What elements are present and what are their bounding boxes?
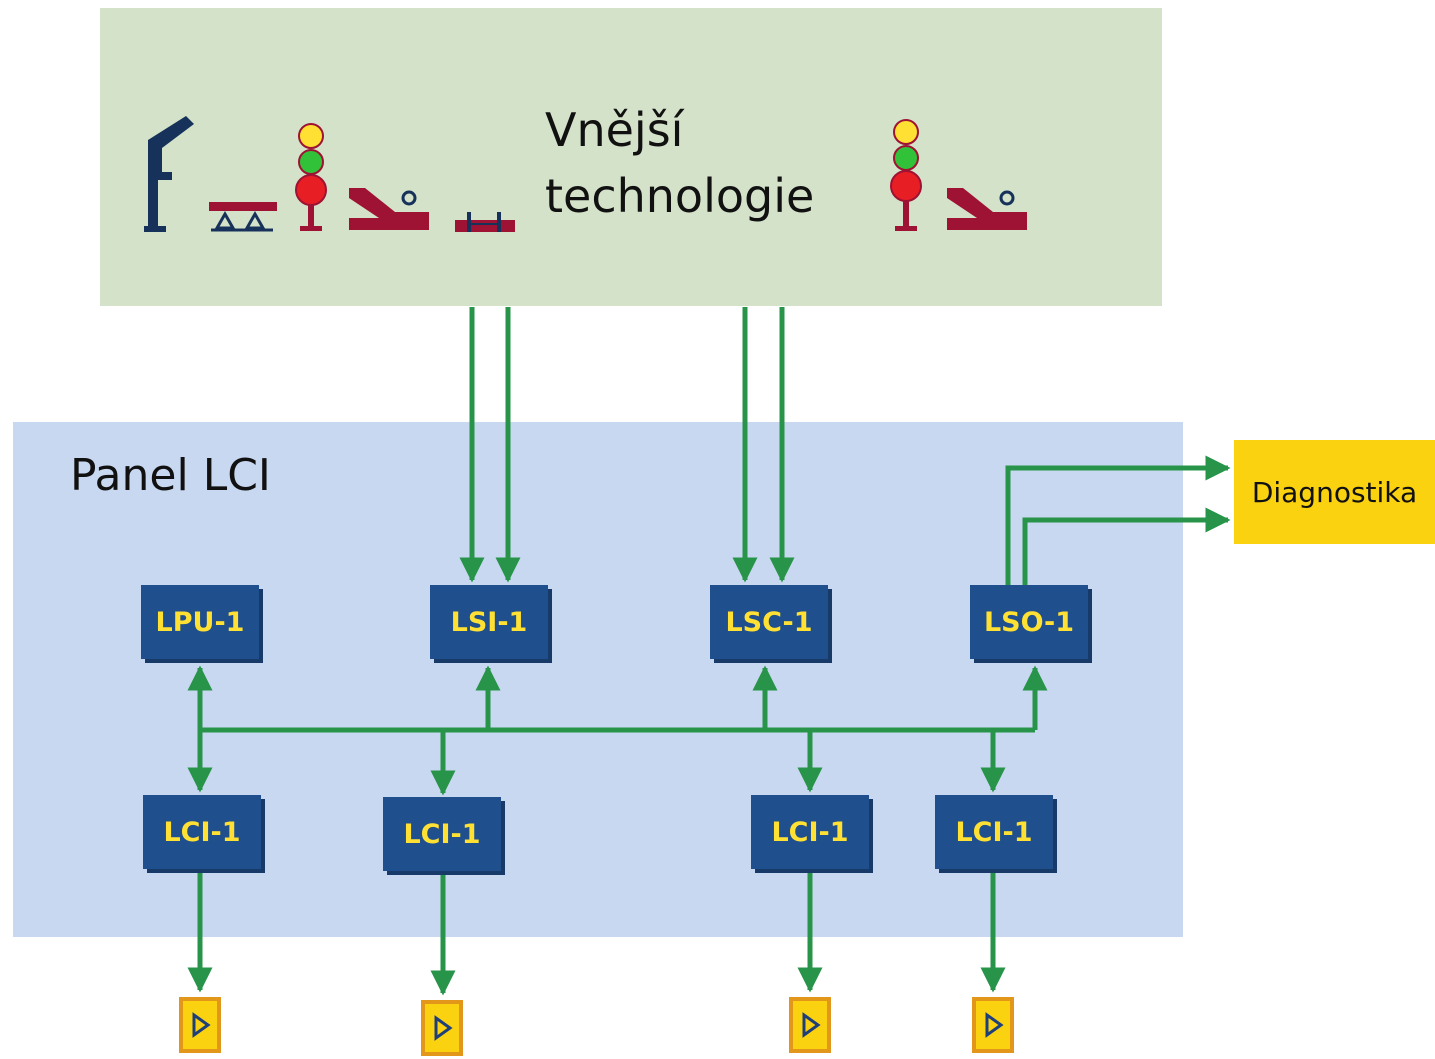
diagnostics-label: Diagnostika (1251, 475, 1418, 509)
module-lso[interactable]: LSO-1 (970, 585, 1088, 659)
signal-light-icon (295, 123, 327, 231)
play-triangle-icon (802, 1012, 821, 1038)
switch-point-icon (349, 188, 429, 230)
play-triangle-icon (434, 1015, 453, 1041)
wire-lso-diag-a (1005, 455, 1231, 588)
external-technology-title: Vnější technologie (545, 97, 814, 229)
output-block[interactable] (179, 997, 221, 1053)
module-lsc[interactable]: LSC-1 (710, 585, 828, 659)
output-block[interactable] (972, 997, 1014, 1053)
module-lci[interactable]: LCI-1 (143, 795, 261, 869)
module-lci[interactable]: LCI-1 (751, 795, 869, 869)
axle-counter-icon (209, 202, 277, 232)
play-triangle-icon (192, 1012, 211, 1038)
track-circuit-icon (455, 212, 515, 232)
title-line-2: technologie (545, 169, 815, 223)
play-triangle-icon (985, 1012, 1004, 1038)
semaphore-icon (144, 116, 194, 232)
module-lpu[interactable]: LPU-1 (141, 585, 259, 659)
signal-light-icon (890, 119, 922, 231)
title-line-1: Vnější (545, 103, 684, 157)
output-block[interactable] (789, 997, 831, 1053)
output-block[interactable] (421, 1000, 463, 1056)
panel-title: Panel LCI (70, 450, 271, 501)
module-lsi[interactable]: LSI-1 (430, 585, 548, 659)
external-technology-area (100, 8, 1162, 306)
diagnostics-box[interactable]: Diagnostika (1234, 440, 1435, 544)
wire-lso-diag-b (1022, 507, 1231, 588)
module-lci[interactable]: LCI-1 (935, 795, 1053, 869)
module-lci[interactable]: LCI-1 (383, 797, 501, 871)
switch-point-icon (947, 188, 1027, 230)
